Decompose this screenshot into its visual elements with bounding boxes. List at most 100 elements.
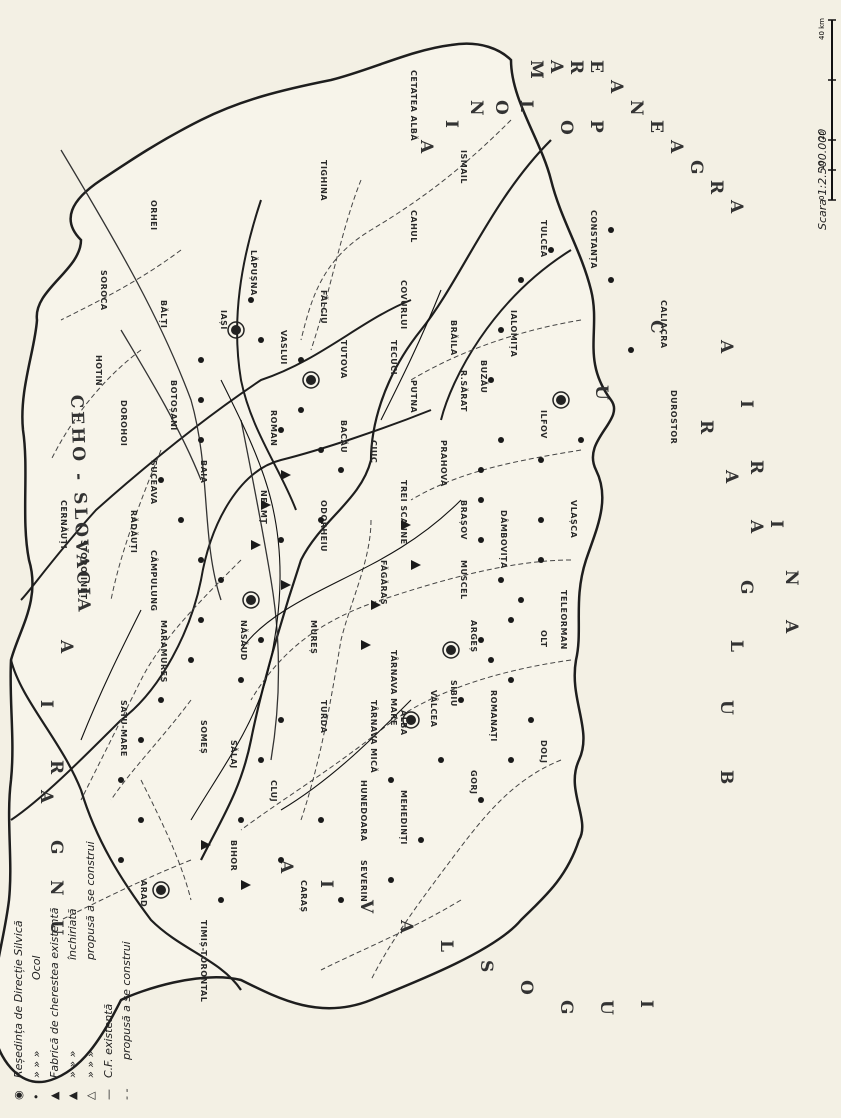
county-label: ODORHEIU (319, 500, 328, 552)
neighbor-east-letter: G (686, 160, 706, 178)
legend: ◉ Reședința de Direcție Silvică • » » » … (12, 841, 133, 1100)
neighbor-northwest-letter: O (556, 120, 576, 138)
county-label: GORJ (469, 770, 478, 795)
neighbor-northwest-letter: P (586, 120, 606, 136)
neighbor-north-letter: A (721, 469, 741, 486)
county-label: BRAȘOV (458, 500, 468, 540)
county-label: ISMAIL (459, 150, 468, 184)
county-label: BRĂILA (449, 320, 460, 356)
county-label: COVURLUI (399, 280, 408, 330)
neighbor-southwest-letter: U (596, 1000, 616, 1018)
neighbor-southwest-letter: V (356, 899, 376, 916)
neighbor-south-letter: L (726, 640, 746, 655)
neighbor-south-letter: U (716, 700, 736, 718)
county-label: CERNĂUȚI (58, 500, 70, 549)
neighbor-south-letter: A (716, 339, 736, 356)
county-label: VASLUI (279, 330, 288, 365)
county-label: PRAHOVA (439, 440, 448, 487)
county-label: TECUCI (389, 340, 398, 375)
county-label: LĂPUȘNA (248, 250, 260, 296)
legend-text: închiriată (66, 908, 79, 960)
neighbor-southwest-letter: I (316, 880, 336, 891)
county-label: CALIACRA (659, 300, 668, 349)
county-label: CÂMPULUNG (149, 550, 160, 611)
county-label: FĂLCIU (319, 290, 330, 324)
neighbor-southwest-letter: A (396, 919, 416, 936)
county-label: TIGHINA (319, 160, 328, 201)
county-label: VLAȘCA (568, 500, 578, 539)
direction-boundary (200, 139, 552, 861)
neighbor-east-letter: A (606, 79, 626, 96)
legend-text: Reședința de Direcție Silvică (12, 920, 25, 1078)
neighbor-southwest-letter: G (556, 1000, 576, 1018)
river (120, 329, 202, 481)
direction-boundary (20, 299, 412, 601)
neighbor-south-letter: A (746, 519, 766, 536)
county-label: DOLJ (539, 740, 548, 764)
neighbor-north-letter: C (646, 320, 666, 337)
neighbor-north-letter: R (696, 420, 716, 437)
direction-seats (152, 321, 570, 899)
legend-text: C.F. existentă (102, 1003, 115, 1078)
neighbor-northwest-letter: A (416, 139, 436, 156)
county-label: SUCEAVA (149, 460, 158, 505)
legend-symbol: ▲ (66, 1091, 79, 1100)
county-label: R.SĂRAT (459, 370, 470, 412)
neighbor-southwest-letter: O (516, 980, 536, 998)
county-label: TURDA (319, 700, 328, 734)
county-label: MUSCEL (459, 560, 468, 600)
scale-tick: 0 (818, 196, 826, 200)
county-label: HUNEDOARA (359, 780, 368, 842)
county-label: MUREȘ (308, 620, 318, 654)
county-label: BUZĂU (479, 360, 490, 393)
county-label: DÂMBOVIȚA (498, 510, 510, 569)
neighbor-southwest-letter: S (476, 960, 496, 975)
legend-text: Ocol (30, 956, 43, 981)
county-label: ROMANAȚI (488, 690, 498, 742)
neighbor-south-letter: I (736, 400, 756, 411)
legend-ditto: » » » (66, 1050, 79, 1078)
county-label: SIBIU (449, 680, 458, 707)
legend-text: propusă a se construi (120, 941, 133, 1061)
direction-boundary (236, 199, 297, 511)
neighbor-southwest-letter: I (636, 1000, 656, 1011)
legend-symbol: ◉ (12, 1090, 25, 1100)
neighbor-east-letter: R (706, 180, 726, 197)
county-label: BĂLȚI (158, 300, 170, 328)
county-label: TREI SCAUNE (399, 480, 408, 545)
county-label: MARAMUREȘ (158, 620, 168, 683)
neighbor-west-letter: I (36, 700, 56, 711)
neighbor-north-letter: I (766, 520, 786, 531)
neighbor-west-letter: A (36, 789, 56, 806)
county-label: BIHOR (229, 840, 238, 871)
county-label: TULCEA (539, 220, 548, 258)
county-label: SOMEȘ (198, 720, 208, 754)
county-label: SEVERIN (359, 860, 368, 902)
legend-text: Fabrică de cherestea existentă (48, 907, 61, 1078)
neighbor-north-letter: N (781, 570, 801, 589)
neighbor-east-letter: M (526, 60, 546, 82)
county-label: HOTIN (94, 355, 103, 386)
county-label: VÂLCEA (429, 690, 440, 728)
neighbor-west-letter: G (46, 840, 66, 858)
county-label: BACĂU (339, 420, 350, 453)
county-label: ARGEȘ (468, 620, 478, 653)
legend-text: propusă a se construi (84, 841, 97, 961)
river (240, 419, 280, 761)
neighbor-southwest-letter: L (436, 940, 456, 955)
danube-river (9, 659, 242, 991)
neighbor-northwest-letter: I (441, 120, 461, 131)
neighbor-northwest-letter: N (466, 100, 486, 119)
ocol-dots (118, 227, 634, 903)
county-label: ARAD (139, 880, 148, 907)
neighbor-east-letter: E (586, 60, 606, 76)
legend-ditto: » » » (30, 1050, 43, 1078)
neighbor-east-letter: A (726, 199, 746, 216)
county-label: SĂLAJ (229, 740, 240, 769)
county-label: MEHEDINȚI (398, 790, 408, 845)
neighbor-northwest-letter: L (516, 100, 536, 115)
county-label: FĂGĂRAȘ (378, 560, 390, 605)
county-label: CETATEA ALBĂ (409, 70, 420, 142)
